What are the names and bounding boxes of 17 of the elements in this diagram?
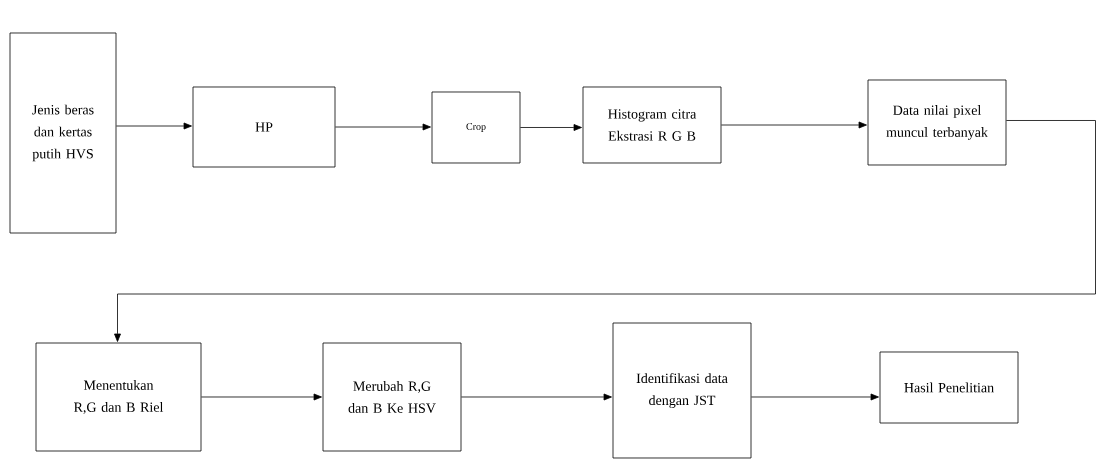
arrow [114,120,1096,342]
arrow [520,124,582,131]
process-box: Histogram citra Ekstrasi R G B [582,86,722,164]
arrow [335,123,431,131]
process-box: Jenis beras dan kertas putih HVS [9,32,117,234]
process-box: Data nilai pixel muncul terbanyak [867,79,1007,166]
arrow [201,393,322,401]
arrow [461,393,612,401]
process-box: Merubah R,G dan B Ke HSV [322,342,462,452]
arrow [751,393,879,401]
process-box: Crop [431,91,521,164]
arrow [116,122,192,130]
process-box: Identifikasi data dengan JST [612,322,752,459]
process-box: HP [192,86,336,168]
process-box: Menentukan R,G dan B Riel [35,342,202,452]
process-box: Hasil Penelitian [879,351,1019,424]
arrow [721,121,867,129]
